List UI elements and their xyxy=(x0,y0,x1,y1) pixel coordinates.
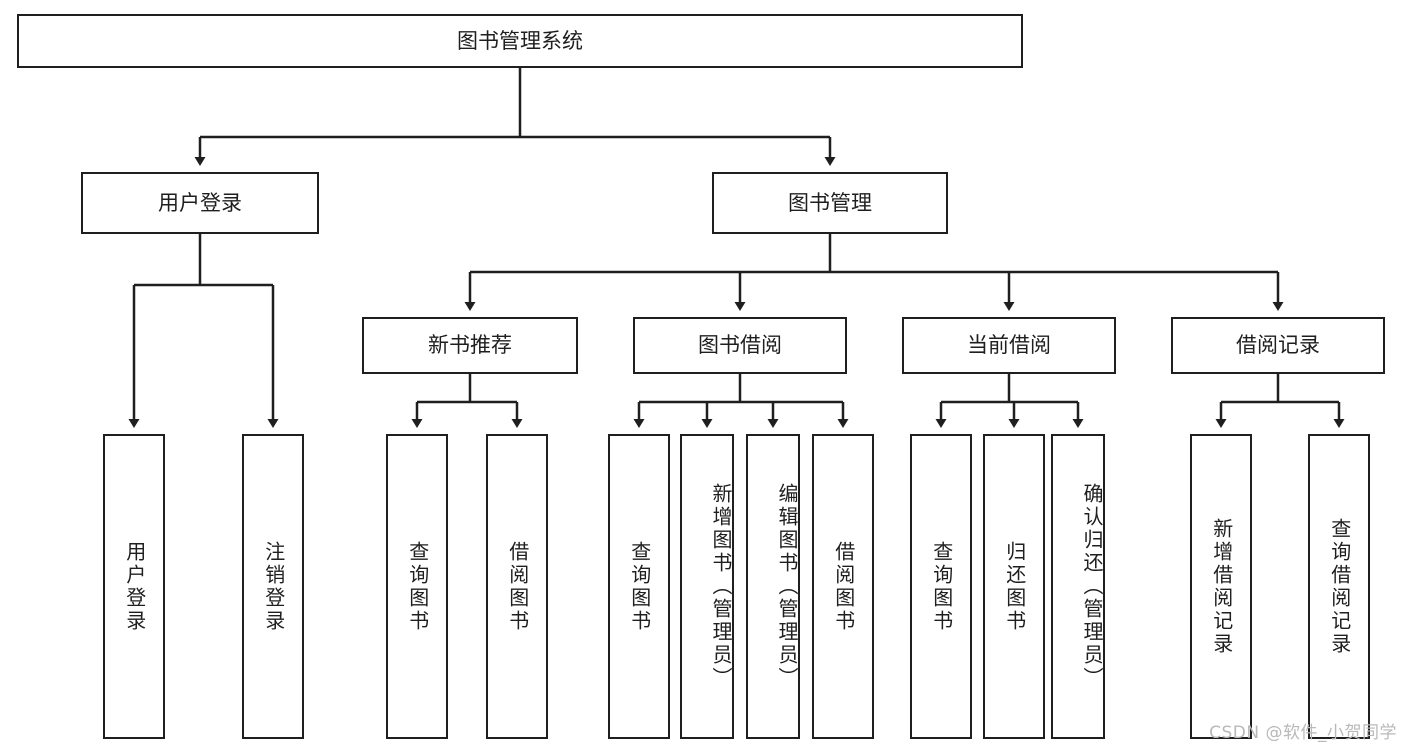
root-connectors xyxy=(194,68,836,166)
leaf-confirm-return-label: 确认归还（管理员） xyxy=(1080,483,1104,690)
current-borrow-connectors xyxy=(935,374,1084,428)
node-borrow-record[interactable]: 借阅记录 xyxy=(1171,317,1385,374)
node-current-borrow[interactable]: 当前借阅 xyxy=(902,317,1116,374)
node-new-book-recommend-label: 新书推荐 xyxy=(428,333,512,358)
leaf-add-record[interactable]: 新增借阅记录 xyxy=(1190,434,1252,739)
borrow-record-connectors xyxy=(1215,374,1345,428)
leaf-logout[interactable]: 注销登录 xyxy=(242,434,304,739)
leaf-edit-book-label: 编辑图书（管理员） xyxy=(775,483,799,690)
node-user-login[interactable]: 用户登录 xyxy=(81,172,319,234)
node-book-borrow-label: 图书借阅 xyxy=(698,333,782,358)
node-root[interactable]: 图书管理系统 xyxy=(17,14,1023,68)
leaf-add-book-label: 新增图书（管理员） xyxy=(709,483,733,690)
book-borrow-connectors xyxy=(633,374,849,428)
leaf-user-login[interactable]: 用户登录 xyxy=(103,434,165,739)
node-current-borrow-label: 当前借阅 xyxy=(967,333,1051,358)
leaf-borrow-book-2-label: 借阅图书 xyxy=(831,540,856,633)
leaf-query-record-label: 查询借阅记录 xyxy=(1327,517,1352,656)
leaf-query-book-3-label: 查询图书 xyxy=(929,540,954,633)
leaf-confirm-return[interactable]: 确认归还（管理员） xyxy=(1051,434,1105,739)
watermark: CSDN @软件_小贺同学 xyxy=(1209,723,1397,743)
leaf-query-book-3[interactable]: 查询图书 xyxy=(910,434,972,739)
leaf-add-book[interactable]: 新增图书（管理员） xyxy=(680,434,734,739)
leaf-add-record-label: 新增借阅记录 xyxy=(1209,517,1234,656)
user-login-connectors xyxy=(128,234,279,428)
node-root-label: 图书管理系统 xyxy=(457,28,583,53)
node-user-login-label: 用户登录 xyxy=(158,190,242,215)
node-new-book-recommend[interactable]: 新书推荐 xyxy=(362,317,578,374)
node-book-borrow[interactable]: 图书借阅 xyxy=(633,317,847,374)
leaf-borrow-book-2[interactable]: 借阅图书 xyxy=(812,434,874,739)
leaf-return-book-label: 归还图书 xyxy=(1002,540,1027,633)
node-borrow-record-label: 借阅记录 xyxy=(1236,333,1320,358)
leaf-borrow-book-1-label: 借阅图书 xyxy=(505,540,530,633)
leaf-query-book-1[interactable]: 查询图书 xyxy=(386,434,448,739)
leaf-query-book-2-label: 查询图书 xyxy=(627,540,652,633)
leaf-borrow-book-1[interactable]: 借阅图书 xyxy=(486,434,548,739)
leaf-query-record[interactable]: 查询借阅记录 xyxy=(1308,434,1370,739)
node-book-manage[interactable]: 图书管理 xyxy=(712,172,948,234)
node-book-manage-label: 图书管理 xyxy=(788,190,872,215)
leaf-edit-book[interactable]: 编辑图书（管理员） xyxy=(746,434,800,739)
new-book-recommend-connectors xyxy=(411,374,523,428)
leaf-query-book-2[interactable]: 查询图书 xyxy=(608,434,670,739)
leaf-query-book-1-label: 查询图书 xyxy=(405,540,430,633)
leaf-return-book[interactable]: 归还图书 xyxy=(983,434,1045,739)
leaf-logout-label: 注销登录 xyxy=(261,540,286,633)
book-manage-connectors xyxy=(464,234,1284,311)
leaf-user-login-label: 用户登录 xyxy=(122,540,147,633)
